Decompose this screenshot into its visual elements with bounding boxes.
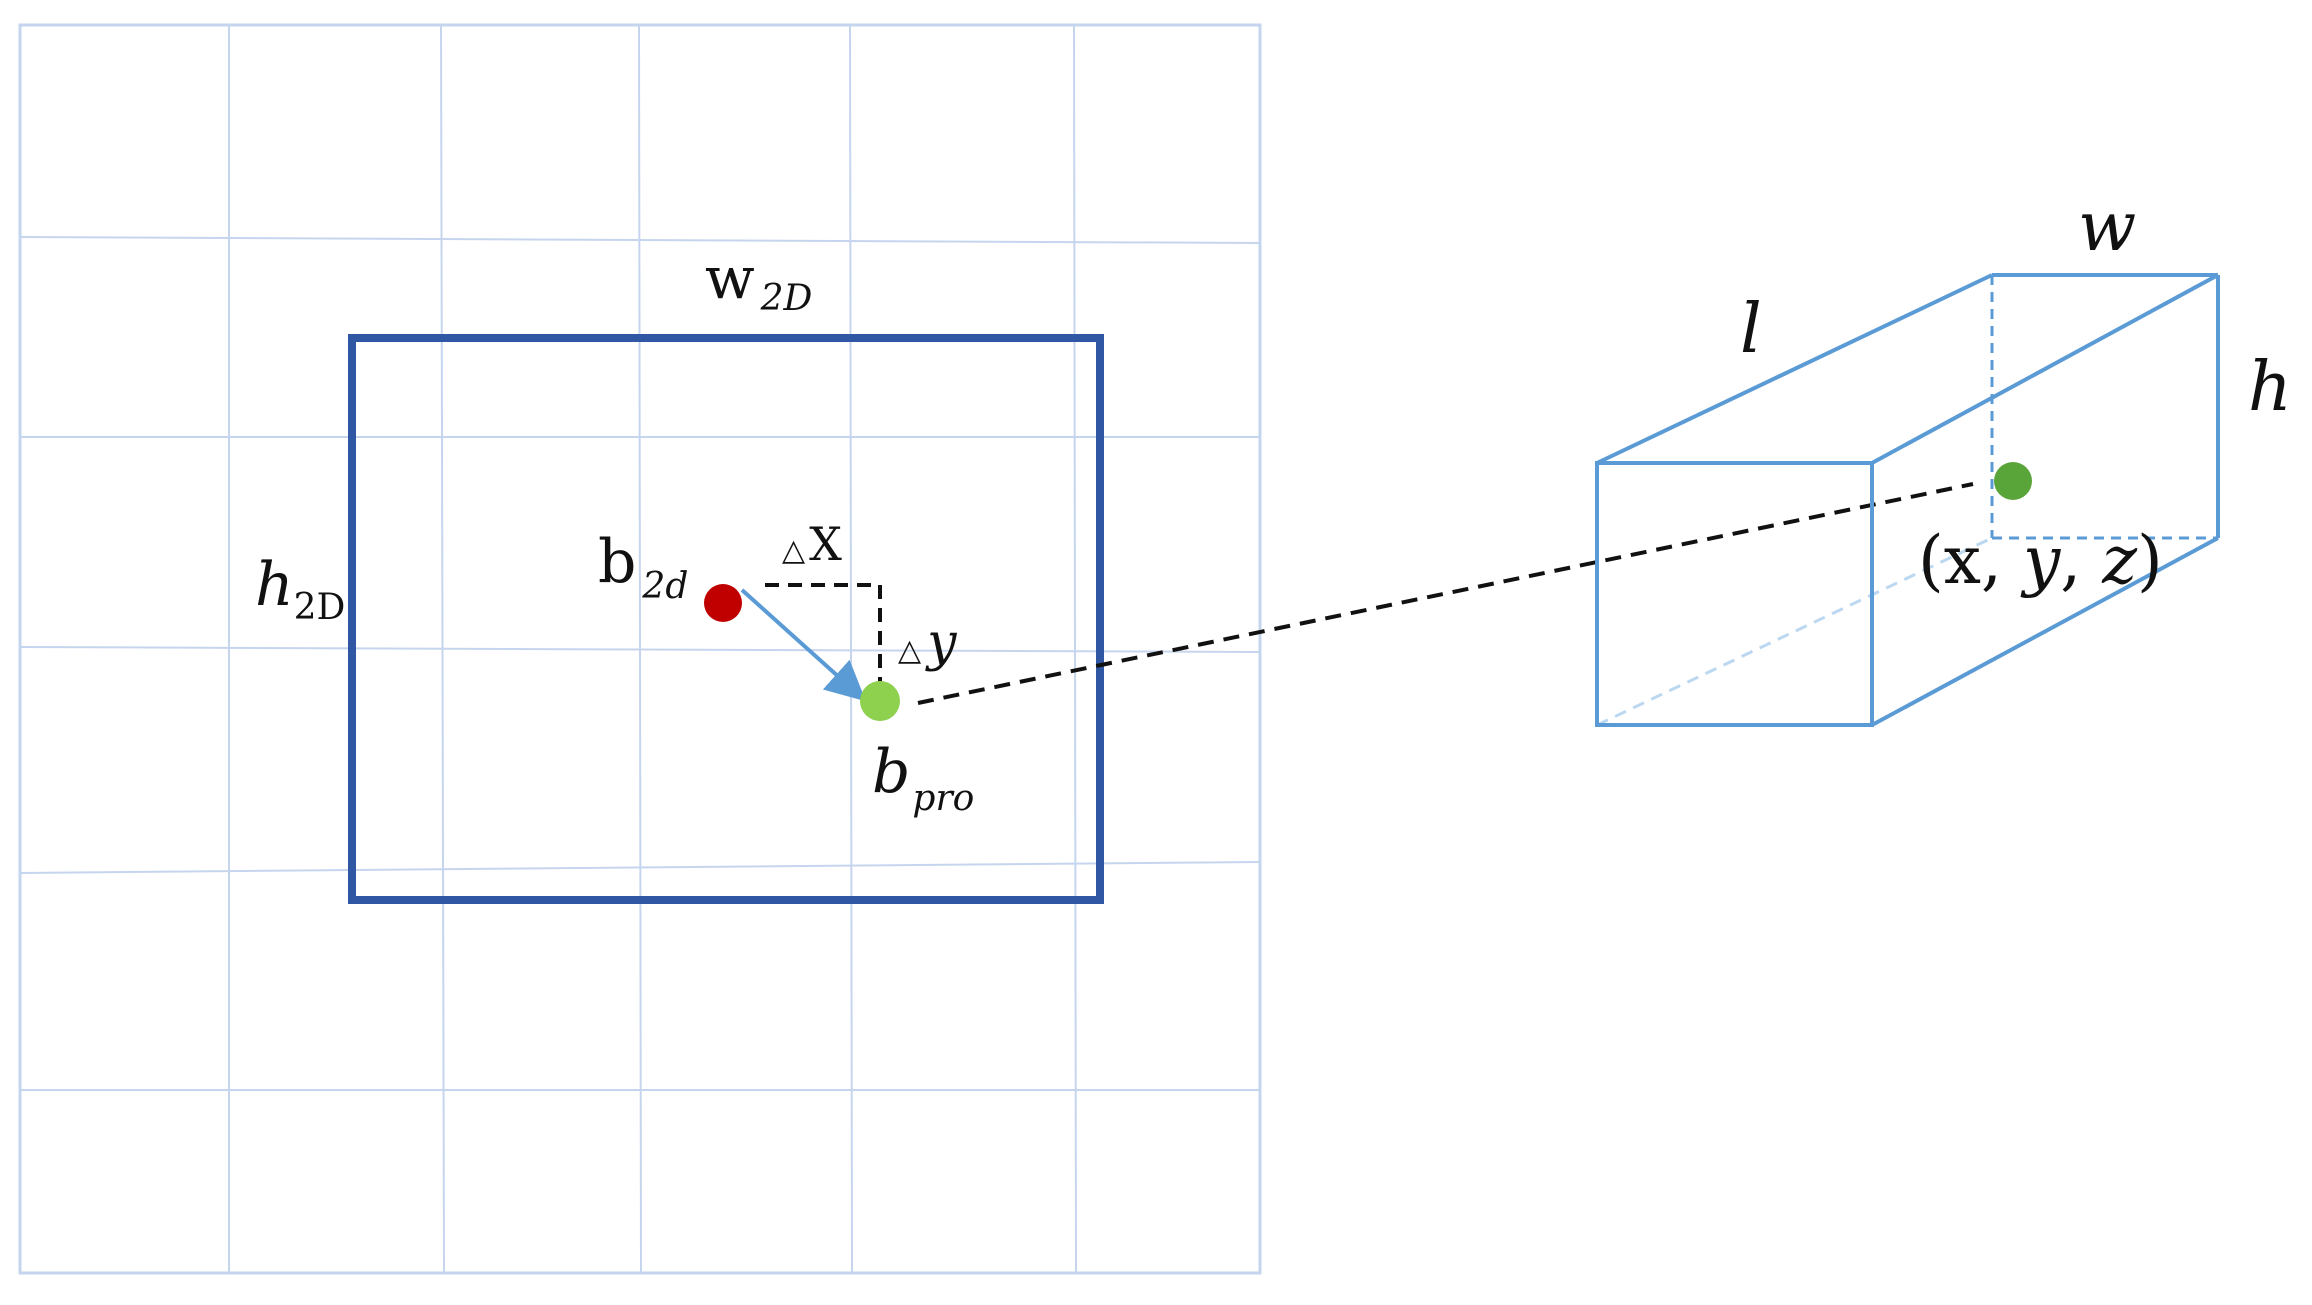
label-height: h: [2248, 348, 2292, 427]
delta-x-var: X: [809, 517, 842, 571]
grid-line-v5: [1073, 24, 1077, 1274]
label-delta-x: △X: [782, 517, 842, 571]
cuboid-bottom-edge-right: [1871, 536, 2219, 727]
label-bpro-main: b: [872, 737, 910, 807]
delta-y-var: y: [925, 613, 957, 673]
label-b2d-main: b: [598, 527, 636, 597]
coord-close: ): [2137, 522, 2163, 599]
cuboid-front-face: [1595, 461, 1874, 727]
coord-sep: ,: [2060, 522, 2102, 599]
coord-open: (x,: [1918, 522, 2023, 599]
label-h2d-sub: 2D: [294, 587, 346, 628]
bounding-box-2d: [348, 334, 1104, 904]
coord-z: z: [2101, 522, 2138, 599]
label-w2d-sub: 2D: [760, 278, 813, 319]
grid-line-h4: [19, 861, 1261, 874]
point-3d-center: [1994, 462, 2032, 500]
grid-line-h3: [19, 646, 1261, 653]
offset-dashed-path: [765, 583, 882, 700]
point-b2d: [704, 584, 742, 622]
grid-line-v4: [849, 24, 853, 1274]
label-h2d: h2D: [255, 550, 345, 628]
point-bpro: [860, 681, 900, 721]
cuboid-3d: [1595, 273, 2220, 727]
image-grid: [18, 23, 1262, 1275]
label-delta-y: △y: [898, 613, 957, 673]
label-width: w: [2078, 188, 2136, 267]
label-length: l: [1740, 290, 1762, 369]
projection-dashed-line: [917, 482, 1974, 705]
offset-arrow: [740, 588, 866, 702]
label-bpro: bpro: [872, 737, 974, 819]
label-h2d-main: h: [255, 550, 294, 620]
delta-y-symbol: △: [898, 633, 921, 668]
coord-y: y: [2020, 522, 2061, 599]
cuboid-hidden-edge-diagonal: [1596, 536, 1993, 727]
grid-line-h1: [19, 236, 1261, 244]
cuboid-top-edge-left: [1596, 273, 1993, 465]
label-w2d-main: w: [705, 244, 755, 312]
cuboid-top-edge-right: [1871, 273, 2219, 465]
label-coordinates: (x, y, z): [1918, 522, 2163, 599]
label-bpro-sub: pro: [912, 778, 974, 819]
delta-x-symbol: △: [782, 533, 805, 568]
label-b2d-sub: 2d: [641, 566, 688, 607]
